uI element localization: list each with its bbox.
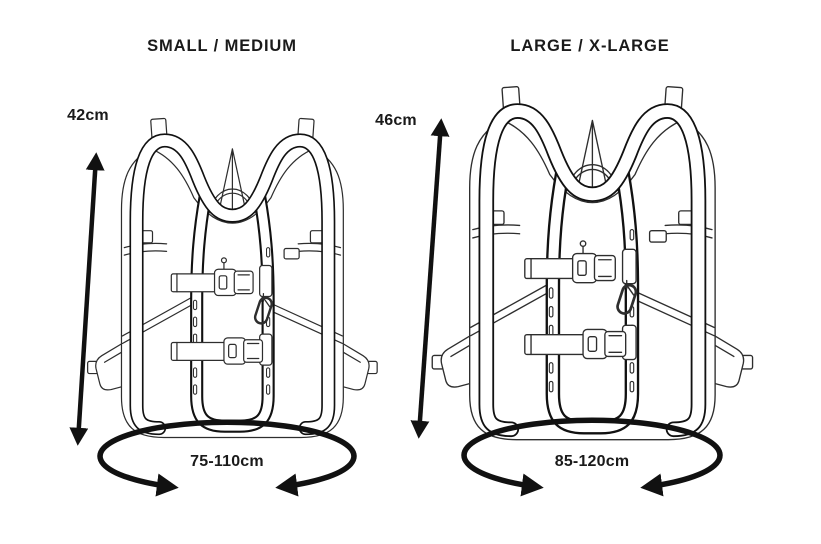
size-title-large-xlarge: LARGE / X-LARGE (510, 37, 670, 55)
size-title-small-medium: SMALL / MEDIUM (147, 37, 297, 55)
height-double-arrow-large (410, 118, 450, 439)
girth-ellipse-small (97, 419, 357, 497)
large-xlarge-backpack-illustration (432, 87, 752, 440)
small-medium-backpack-illustration (88, 118, 378, 437)
girth-label-large-xlarge: 85-120cm (554, 453, 630, 470)
height-label-large-xlarge: 46cm (375, 112, 417, 129)
girth-ellipse-large (461, 417, 723, 497)
height-double-arrow-small (69, 152, 105, 446)
height-label-small-medium: 42cm (67, 107, 109, 124)
girth-label-small-medium: 75-110cm (190, 453, 264, 470)
